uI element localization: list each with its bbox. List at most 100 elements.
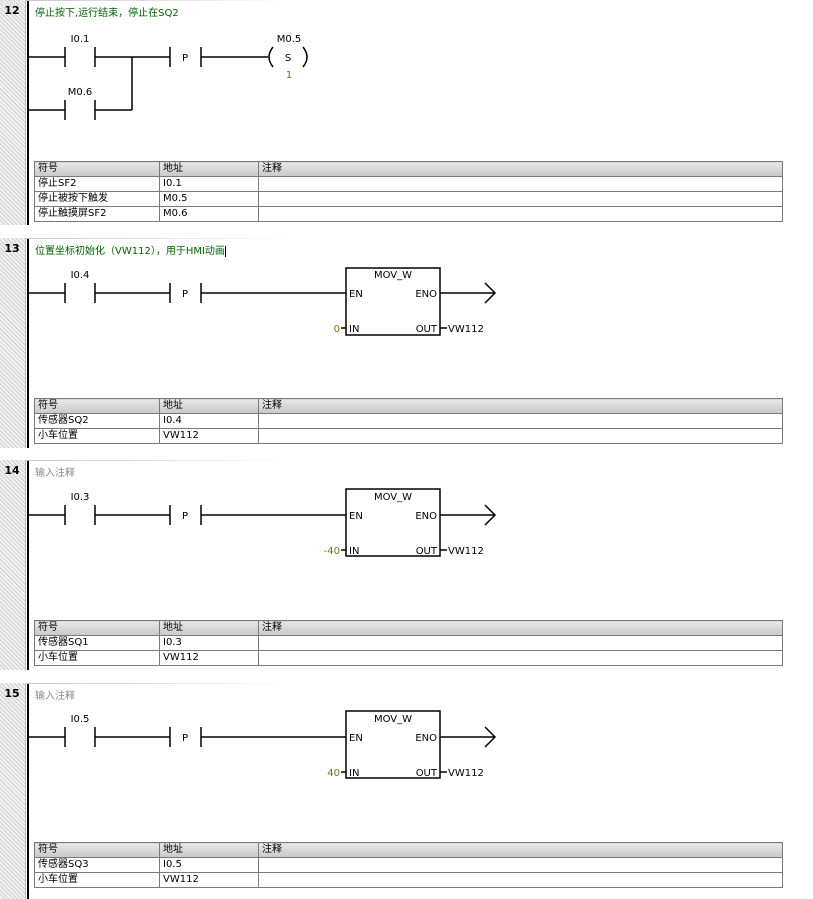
header-comment: 注释 — [258, 620, 783, 636]
positive-edge-contact[interactable]: P — [182, 289, 188, 300]
address-cell[interactable]: I0.3 — [159, 635, 259, 651]
comment-cell[interactable] — [258, 191, 783, 207]
header-symbol: 符号 — [34, 161, 160, 177]
ladder-logic: I0.4 P MOV_W EN ENO IN OUT 0 VW112 — [29, 267, 497, 336]
set-coil[interactable]: M0.5 S 1 — [277, 34, 302, 81]
coil-count: 1 — [286, 70, 292, 81]
out-value: VW112 — [448, 768, 484, 779]
comment-cell[interactable] — [258, 428, 783, 444]
symbol-cell[interactable]: 停止触摸屏SF2 — [34, 206, 160, 222]
edge-label: P — [182, 289, 188, 300]
in-value: -40 — [324, 546, 340, 557]
table-row[interactable]: 停止被按下触发 M0.5 — [34, 191, 783, 207]
network-number-cell[interactable]: 13 — [0, 238, 26, 448]
comment-cell[interactable] — [258, 413, 783, 429]
positive-edge-contact[interactable]: P — [182, 733, 188, 744]
network-12[interactable]: 12 停止按下,运行结束，停止在SQ2 I0.1 M0.6 P M0.5 S 1 — [0, 0, 813, 225]
address-cell[interactable]: I0.5 — [159, 857, 259, 873]
table-row[interactable]: 传感器SQ3 I0.5 — [34, 857, 783, 873]
edge-label: P — [182, 733, 188, 744]
symbol-table-header: 符号 地址 注释 — [34, 398, 783, 414]
symbol-cell[interactable]: 停止SF2 — [34, 176, 160, 192]
contact-address: I0.3 — [71, 492, 90, 503]
network-15[interactable]: 15 输入注释 I0.5 P MOV_W EN ENO IN OUT 40 — [0, 683, 813, 899]
mov-w-box[interactable]: MOV_W EN ENO IN OUT -40 VW112 — [324, 492, 484, 557]
out-value: VW112 — [448, 546, 484, 557]
en-label: EN — [349, 511, 363, 522]
symbol-cell[interactable]: 小车位置 — [34, 872, 160, 888]
symbol-table: 符号 地址 注释 传感器SQ3 I0.5 小车位置 VW112 — [34, 842, 783, 888]
address-cell[interactable]: I0.4 — [159, 413, 259, 429]
coil-address: M0.5 — [277, 34, 302, 45]
comment-cell[interactable] — [258, 872, 783, 888]
network-number: 12 — [4, 4, 20, 17]
comment-cell[interactable] — [258, 857, 783, 873]
table-row[interactable]: 小车位置 VW112 — [34, 872, 783, 888]
out-value: VW112 — [448, 324, 484, 335]
ladder-logic: I0.5 P MOV_W EN ENO IN OUT 40 VW112 — [29, 710, 497, 779]
contact-i0-4[interactable]: I0.4 — [71, 270, 90, 281]
header-symbol: 符号 — [34, 620, 160, 636]
header-symbol: 符号 — [34, 842, 160, 858]
comment-cell[interactable] — [258, 650, 783, 666]
in-value: 40 — [327, 768, 340, 779]
edge-label: P — [182, 53, 188, 64]
table-row[interactable]: 停止SF2 I0.1 — [34, 176, 783, 192]
in-value: 0 — [334, 324, 340, 335]
out-label: OUT — [416, 546, 438, 557]
network-comment[interactable]: 位置坐标初始化（VW112），用于HMI动画 — [35, 242, 226, 257]
contact-i0-5[interactable]: I0.5 — [71, 714, 90, 725]
network-comment[interactable]: 停止按下,运行结束，停止在SQ2 — [35, 8, 179, 19]
ladder-logic: I0.1 M0.6 P M0.5 S 1 — [29, 34, 308, 120]
network-divider — [25, 683, 295, 684]
address-cell[interactable]: I0.1 — [159, 176, 259, 192]
symbol-cell[interactable]: 停止被按下触发 — [34, 191, 160, 207]
box-title: MOV_W — [374, 714, 412, 725]
contact-address: I0.5 — [71, 714, 90, 725]
table-row[interactable]: 小车位置 VW112 — [34, 650, 783, 666]
symbol-cell[interactable]: 传感器SQ3 — [34, 857, 160, 873]
symbol-cell[interactable]: 小车位置 — [34, 428, 160, 444]
address-cell[interactable]: M0.5 — [159, 191, 259, 207]
network-comment[interactable]: 输入注释 — [35, 468, 75, 479]
positive-edge-contact[interactable]: P — [182, 53, 188, 64]
contact-address: I0.4 — [71, 270, 90, 281]
comment-cell[interactable] — [258, 635, 783, 651]
positive-edge-contact[interactable]: P — [182, 511, 188, 522]
network-number-cell[interactable]: 12 — [0, 0, 26, 225]
mov-w-box[interactable]: MOV_W EN ENO IN OUT 0 VW112 — [334, 270, 484, 335]
network-number-cell[interactable]: 14 — [0, 460, 26, 670]
eno-label: ENO — [415, 289, 437, 300]
address-cell[interactable]: M0.6 — [159, 206, 259, 222]
network-13[interactable]: 13 位置坐标初始化（VW112），用于HMI动画 I0.4 P MOV_W E… — [0, 238, 813, 448]
symbol-cell[interactable]: 传感器SQ2 — [34, 413, 160, 429]
comment-cell[interactable] — [258, 176, 783, 192]
en-label: EN — [349, 733, 363, 744]
network-14[interactable]: 14 输入注释 I0.3 P MOV_W EN ENO IN OUT -40 — [0, 460, 813, 670]
box-title: MOV_W — [374, 270, 412, 281]
network-number: 15 — [4, 687, 20, 700]
eno-label: ENO — [415, 511, 437, 522]
symbol-cell[interactable]: 传感器SQ1 — [34, 635, 160, 651]
table-row[interactable]: 传感器SQ2 I0.4 — [34, 413, 783, 429]
contact-i0-1[interactable]: I0.1 — [71, 34, 90, 45]
address-cell[interactable]: VW112 — [159, 428, 259, 444]
header-address: 地址 — [159, 620, 259, 636]
comment-cell[interactable] — [258, 206, 783, 222]
table-row[interactable]: 停止触摸屏SF2 M0.6 — [34, 206, 783, 222]
network-number: 13 — [4, 242, 20, 255]
header-address: 地址 — [159, 161, 259, 177]
contact-i0-3[interactable]: I0.3 — [71, 492, 90, 503]
table-row[interactable]: 传感器SQ1 I0.3 — [34, 635, 783, 651]
network-number-cell[interactable]: 15 — [0, 683, 26, 899]
contact-address: M0.6 — [68, 87, 93, 98]
mov-w-box[interactable]: MOV_W EN ENO IN OUT 40 VW112 — [327, 714, 484, 779]
symbol-cell[interactable]: 小车位置 — [34, 650, 160, 666]
address-cell[interactable]: VW112 — [159, 650, 259, 666]
power-rail — [27, 0, 29, 225]
contact-m0-6[interactable]: M0.6 — [68, 87, 93, 98]
in-label: IN — [349, 768, 359, 779]
network-comment[interactable]: 输入注释 — [35, 691, 75, 702]
address-cell[interactable]: VW112 — [159, 872, 259, 888]
table-row[interactable]: 小车位置 VW112 — [34, 428, 783, 444]
